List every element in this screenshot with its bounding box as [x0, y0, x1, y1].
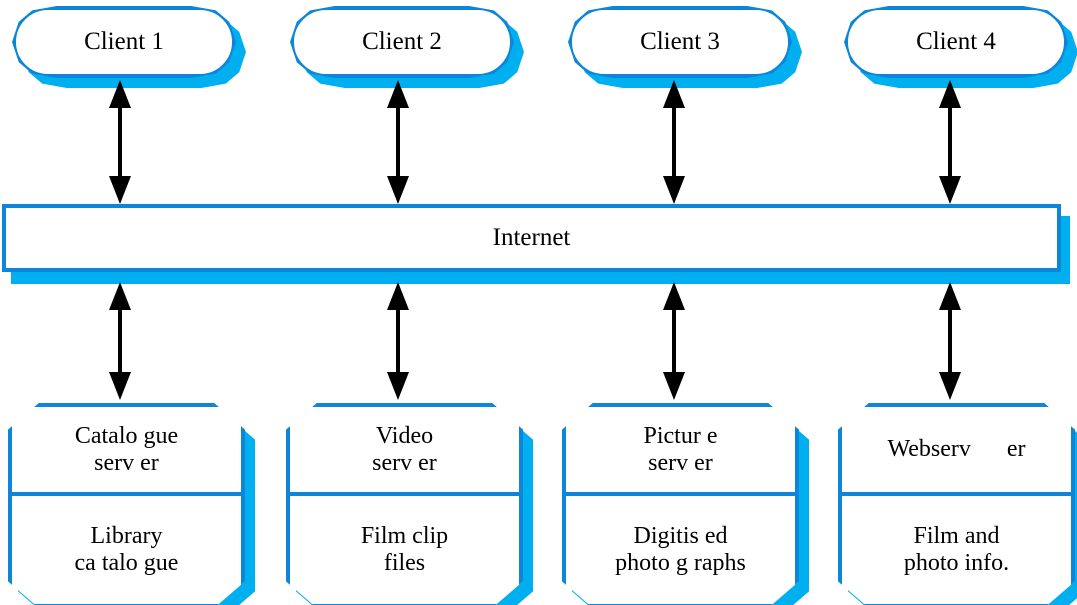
server-node-catalogue-name-line1: Catalo gue [74, 422, 179, 449]
server-node-catalogue-divider [12, 492, 241, 496]
client-node-2-label: Client 2 [362, 27, 442, 55]
server-node-catalogue[interactable]: Catalo gue serv er Library ca talo gue [8, 403, 255, 605]
server-node-web-content-line1: Film and [913, 523, 1000, 550]
server-node-picture-name-line2: serv er [648, 449, 713, 476]
server-node-video-name-line2: serv er [372, 449, 437, 476]
client-node-3-body: Client 3 [568, 6, 792, 78]
server-node-video-content-line2: files [383, 550, 426, 576]
client-node-2[interactable]: Client 2 [290, 6, 524, 88]
connector-internet-server-3 [663, 282, 685, 400]
server-node-picture-name: Pictur e serv er [566, 407, 795, 492]
server-node-web-content-line2: photo info. [903, 550, 1010, 576]
connector-client-1-internet [109, 80, 131, 204]
internet-node-body: Internet [2, 204, 1061, 272]
client-node-4-body: Client 4 [844, 6, 1068, 78]
server-node-catalogue-name: Catalo gue serv er [12, 407, 241, 492]
server-node-web-name: Webserv er [842, 407, 1071, 492]
server-node-catalogue-name-line2: serv er [94, 449, 159, 476]
server-node-picture[interactable]: Pictur e serv er Digitis ed photo g raph… [562, 403, 809, 605]
server-node-video-body: Video serv er Film clip files [286, 403, 523, 605]
client-node-4-label: Client 4 [916, 27, 996, 55]
server-node-picture-divider [566, 492, 795, 496]
internet-node-label: Internet [492, 224, 571, 251]
server-node-web-divider [842, 492, 1071, 496]
connector-internet-server-4 [939, 282, 961, 400]
client-node-2-body: Client 2 [290, 6, 514, 78]
server-node-video-name: Video serv er [290, 407, 519, 492]
server-node-picture-content: Digitis ed photo g raphs [566, 496, 795, 604]
server-node-catalogue-content: Library ca talo gue [12, 496, 241, 604]
server-node-video[interactable]: Video serv er Film clip files [286, 403, 533, 605]
connector-client-3-internet [663, 80, 685, 204]
server-node-picture-content-line1: Digitis ed [633, 523, 728, 550]
server-node-picture-name-line1: Pictur e [643, 422, 718, 449]
server-node-web-content: Film and photo info. [842, 496, 1071, 604]
client-node-4[interactable]: Client 4 [844, 6, 1077, 88]
server-node-video-content-line1: Film clip [360, 523, 449, 550]
client-node-3-label: Client 3 [640, 27, 720, 55]
connector-internet-server-1 [109, 282, 131, 400]
server-node-web-body: Webserv er Film and photo info. [838, 403, 1075, 605]
client-node-1-body: Client 1 [12, 6, 236, 78]
server-node-web-name-line1: Webserv er [887, 436, 1026, 463]
client-node-1[interactable]: Client 1 [12, 6, 246, 88]
server-node-video-content: Film clip files [290, 496, 519, 604]
client-node-3[interactable]: Client 3 [568, 6, 802, 88]
server-node-picture-content-line2: photo g raphs [615, 550, 746, 576]
server-node-web[interactable]: Webserv er Film and photo info. [838, 403, 1077, 605]
connector-internet-server-2 [387, 282, 409, 400]
client-node-1-label: Client 1 [84, 27, 164, 55]
server-node-catalogue-content-line2: ca talo gue [74, 550, 179, 576]
server-node-picture-body: Pictur e serv er Digitis ed photo g raph… [562, 403, 799, 605]
server-node-catalogue-content-line1: Library [90, 523, 163, 550]
connector-client-4-internet [939, 80, 961, 204]
server-node-video-divider [290, 492, 519, 496]
server-node-catalogue-body: Catalo gue serv er Library ca talo gue [8, 403, 245, 605]
internet-node[interactable]: Internet [2, 204, 1070, 284]
server-node-video-name-line1: Video [375, 422, 434, 449]
connector-client-2-internet [387, 80, 409, 204]
